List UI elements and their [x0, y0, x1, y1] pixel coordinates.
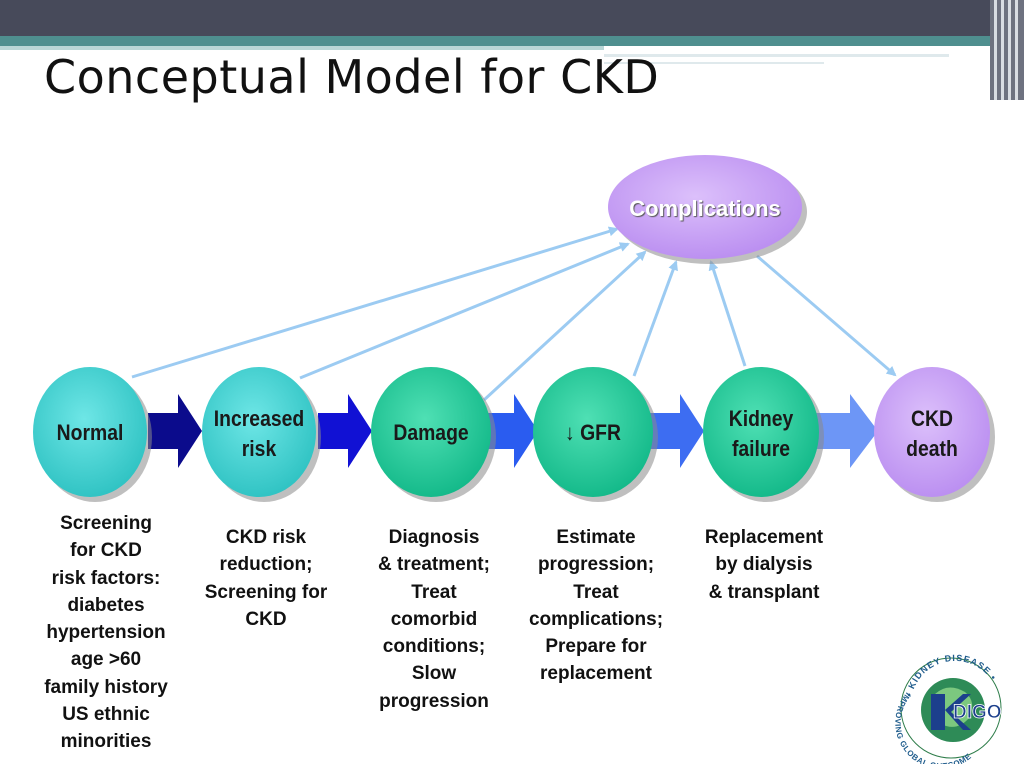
stage-damage-label: Damage — [393, 420, 469, 445]
progress-arrow-3 — [488, 394, 538, 468]
progress-arrow-4 — [650, 394, 704, 468]
connector-ckd-death — [756, 254, 897, 377]
accent-line — [604, 54, 949, 57]
stage-kidney-failure-label: Kidney failure — [728, 406, 794, 461]
node-complications — [608, 155, 802, 259]
progress-arrow-5 — [815, 394, 878, 468]
slide-title: Conceptual Model for CKD — [44, 50, 660, 104]
logo-brand-text: DIGO — [953, 702, 1002, 723]
node-kidney-failure — [703, 367, 819, 497]
node-damage — [371, 367, 491, 497]
node-gfr — [533, 367, 653, 497]
connector-normal — [131, 226, 619, 379]
stage-gfr-label: ↓ GFR — [565, 420, 621, 445]
node-ckd-death — [874, 367, 990, 497]
complications-label: Complications — [629, 196, 781, 221]
connector-damage — [482, 250, 647, 402]
stage-ckd-death-label: CKD death — [906, 406, 958, 461]
connector-gfr — [632, 260, 678, 377]
connector-increased-risk — [299, 242, 630, 380]
accent-bar — [0, 36, 1024, 46]
description-damage: Diagnosis & treatment; Treat comorbid co… — [378, 527, 490, 712]
node-increased-risk — [202, 367, 316, 497]
top-banner — [0, 0, 1024, 36]
accent-line-short — [604, 62, 824, 64]
description-increased-risk: CKD risk reduction; Screening for CKD — [204, 527, 328, 630]
node-normal — [33, 367, 147, 497]
description-kidney-failure: Replacement by dialysis & transplant — [704, 527, 824, 603]
kdigo-logo: • KIDNEY DISEASE • IMPROVING GLOBAL OUTC… — [893, 652, 1002, 764]
corner-stripes — [990, 0, 1024, 100]
connector-kidney-failure — [708, 260, 747, 367]
stage-increased-risk-label: Increased risk — [213, 406, 305, 461]
progress-arrow-1 — [148, 394, 202, 468]
description-gfr: Estimate progression; Treat complication… — [528, 527, 664, 685]
stage-normal-label: Normal — [56, 420, 124, 445]
accent-bar-light — [0, 46, 604, 50]
description-normal: Screening for CKD risk factors: diabetes… — [44, 513, 168, 753]
progress-arrow-2 — [318, 394, 372, 468]
